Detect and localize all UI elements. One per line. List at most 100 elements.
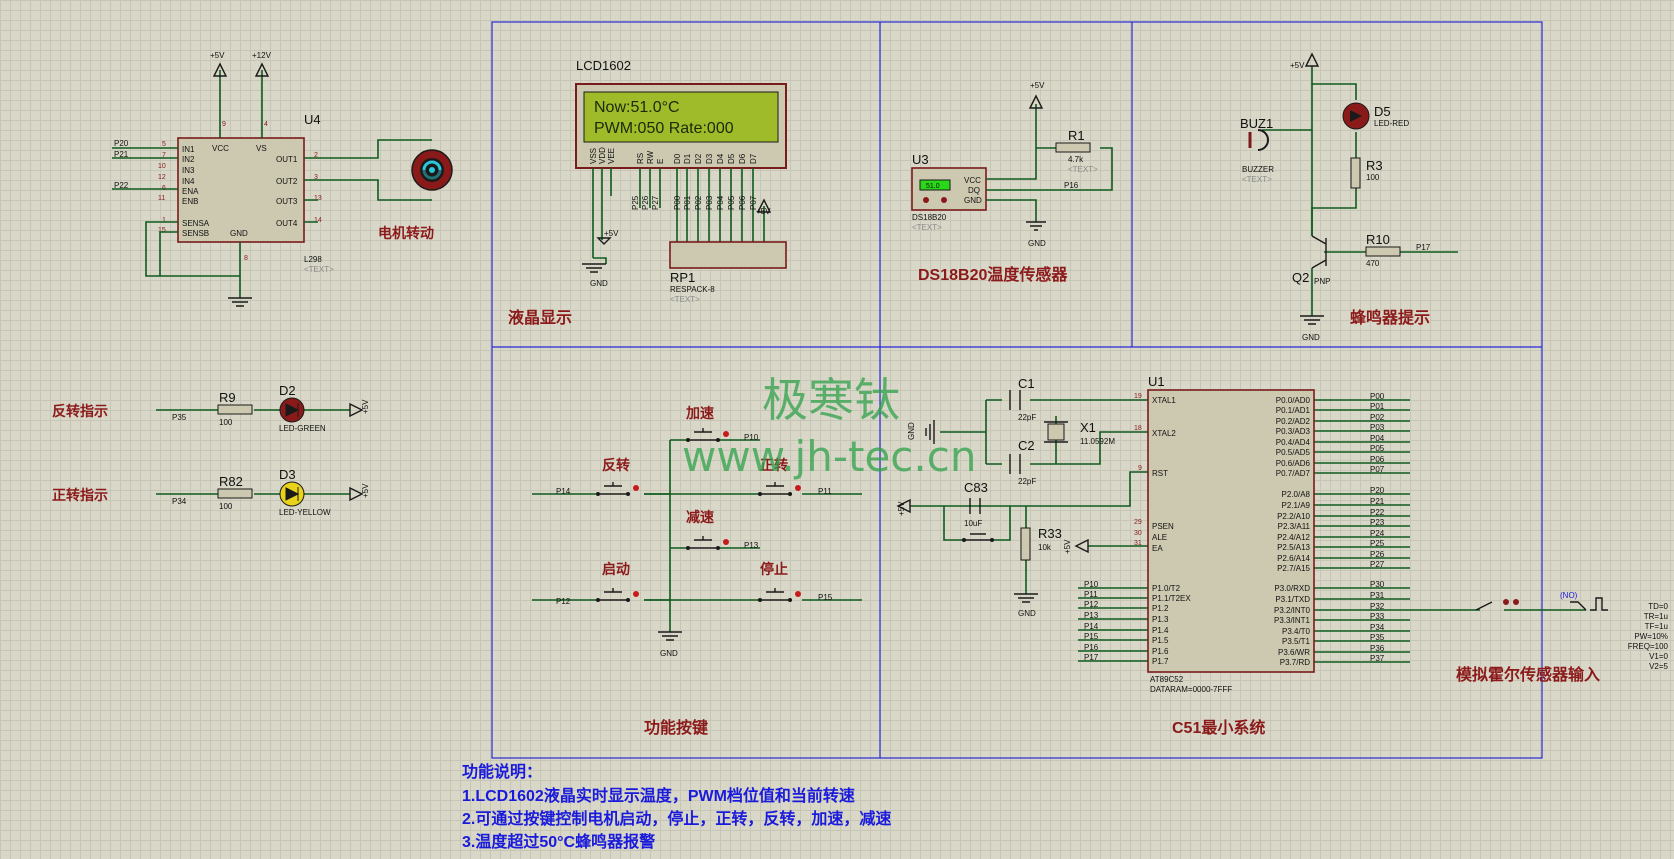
c51-net-p26: P26 bbox=[1370, 550, 1385, 559]
u1-pin-p1-2: P1.2 bbox=[1152, 604, 1169, 613]
u3-pin-gnd: GND bbox=[964, 196, 982, 205]
d3-ref: D3 bbox=[279, 467, 296, 482]
key-start-contact bbox=[596, 588, 630, 601]
gnd-symbol-keys bbox=[658, 631, 682, 641]
c51-net-p00: P00 bbox=[1370, 392, 1385, 401]
pulse-param-3: PW=10% bbox=[1634, 632, 1668, 641]
c1-ref: C1 bbox=[1018, 376, 1035, 391]
key-speed-up-button[interactable] bbox=[686, 428, 729, 442]
u4-pin-sensa: SENSA bbox=[182, 219, 210, 228]
u1-pin-psen: PSEN bbox=[1152, 522, 1174, 531]
r9-value: 100 bbox=[219, 418, 233, 427]
btn-label-stop: 停止 bbox=[760, 561, 788, 577]
x1-crystal[interactable]: X1 11.0592M bbox=[1044, 420, 1115, 446]
c51-net-p03: P03 bbox=[1370, 423, 1385, 432]
pulse-param-1: TR=1u bbox=[1644, 612, 1668, 621]
u4-pin-out4: OUT4 bbox=[276, 219, 298, 228]
svg-text:30: 30 bbox=[1134, 530, 1142, 537]
buzzer[interactable]: BUZ1 BUZZER <TEXT> bbox=[1240, 116, 1274, 184]
svg-text:18: 18 bbox=[1134, 425, 1142, 432]
key-forward-button[interactable] bbox=[758, 482, 801, 496]
key-slow-down-terminal-a bbox=[686, 546, 690, 550]
lcd-line-1: Now:51.0°C bbox=[594, 99, 680, 116]
c51-net-p05: P05 bbox=[1370, 444, 1385, 453]
svg-text:10: 10 bbox=[158, 163, 166, 170]
svg-text:14: 14 bbox=[314, 217, 322, 224]
c51-net-p16: P16 bbox=[1084, 643, 1099, 652]
btn-label-start: 启动 bbox=[602, 561, 630, 577]
section-title-keys: 功能按键 bbox=[644, 718, 708, 737]
lcd-net-p07: P07 bbox=[749, 195, 758, 210]
d5-led[interactable]: D5 LED-RED bbox=[1342, 102, 1409, 130]
c2-capacitor[interactable]: C2 22pF bbox=[1009, 438, 1036, 486]
l298-vs-label: +12V bbox=[252, 51, 272, 60]
u1-pin-p0-5: P0.5/AD5 bbox=[1276, 448, 1311, 457]
lcd-pin-d5: D5 bbox=[727, 153, 736, 164]
forward-led-circuit[interactable]: R82 100 D3 LED-YELLOW P34 +5V bbox=[156, 467, 370, 517]
u4-pin-in3: IN3 bbox=[182, 166, 195, 175]
u4-pin-gnd: GND bbox=[230, 229, 248, 238]
reverse-led-circuit[interactable]: R9 100 D2 LED-GREEN P35 +5V bbox=[156, 383, 370, 433]
svg-text:9: 9 bbox=[222, 121, 226, 128]
c51-net-p11: P11 bbox=[1084, 590, 1098, 599]
d3-power-label: +5V bbox=[361, 483, 370, 498]
c51-net-p36: P36 bbox=[1370, 644, 1385, 653]
r1-text: <TEXT> bbox=[1068, 165, 1098, 174]
u1-pin-p3-4: P3.4/T0 bbox=[1282, 627, 1311, 636]
r3-value: 100 bbox=[1366, 173, 1380, 182]
notes-title: 功能说明： bbox=[462, 764, 543, 781]
r33-resistor[interactable]: R33 10k bbox=[1020, 526, 1062, 561]
key-speed-up-contact bbox=[686, 428, 720, 441]
key-start-button[interactable] bbox=[596, 588, 639, 602]
rst-button[interactable] bbox=[962, 533, 994, 542]
ds18b20-sensor[interactable]: 51.0 VCC DQ GND U3 DS18B20 <TEXT> bbox=[911, 152, 987, 232]
key-slow-down-button[interactable] bbox=[686, 536, 729, 550]
key-stop-button[interactable] bbox=[758, 588, 801, 602]
key-reverse-button[interactable] bbox=[596, 482, 639, 496]
c83-capacitor[interactable]: C83 10uF bbox=[964, 480, 988, 528]
pulse-no-label: (NO) bbox=[1560, 591, 1578, 600]
c51-wires bbox=[910, 399, 1586, 663]
l298-wires bbox=[112, 70, 432, 298]
c51-net-p06: P06 bbox=[1370, 455, 1385, 464]
c51-net-p21: P21 bbox=[1370, 497, 1385, 506]
at89c52-chip[interactable]: U1 AT89C52 DATARAM=0000-7FFF XTAL1 XTAL2… bbox=[1147, 374, 1315, 694]
key-stop-contact bbox=[758, 588, 792, 601]
lcd-pin-d2: D2 bbox=[694, 153, 703, 164]
buzzer-wires bbox=[1262, 66, 1458, 316]
key-net-p10: P10 bbox=[744, 433, 759, 442]
r1-body[interactable] bbox=[1055, 142, 1091, 153]
x1-ref: X1 bbox=[1080, 420, 1096, 435]
key-forward-terminal-b bbox=[788, 492, 792, 496]
r3-resistor[interactable]: R3 100 bbox=[1350, 157, 1383, 189]
lcd-net-p03: P03 bbox=[705, 195, 714, 210]
notes-line-1: 1.LCD1602液晶实时显示温度，PWM档位值和当前转速 bbox=[462, 788, 855, 805]
motor-icon[interactable] bbox=[411, 149, 453, 191]
u1-pin-p3-2: P3.2/INT0 bbox=[1274, 606, 1311, 615]
q2-model: PNP bbox=[1314, 277, 1330, 286]
q2-transistor[interactable]: Q2 PNP bbox=[1292, 235, 1330, 286]
lcd-pin-d4: D4 bbox=[716, 153, 725, 164]
hall-switch[interactable] bbox=[1475, 599, 1519, 611]
buz1-text: <TEXT> bbox=[1242, 175, 1272, 184]
c51-net-p22: P22 bbox=[1370, 508, 1385, 517]
u3-pin-vcc: VCC bbox=[964, 176, 981, 185]
rp1-respack[interactable]: RP1 RESPACK-8 <TEXT> bbox=[669, 241, 787, 304]
function-key-buttons[interactable] bbox=[596, 428, 801, 602]
svg-text:19: 19 bbox=[1134, 393, 1142, 400]
u1-pin-xtal1: XTAL1 bbox=[1152, 396, 1176, 405]
c1-capacitor[interactable]: C1 22pF bbox=[1009, 376, 1036, 422]
pulse-generator[interactable]: (NO) TD=0TR=1uTF=1uPW=10%FREQ=100V1=0V2=… bbox=[1560, 591, 1669, 671]
net-p20: P20 bbox=[114, 139, 129, 148]
l298-driver[interactable]: U4 L298 <TEXT> IN1 IN2 IN3 IN4 ENA ENB S… bbox=[158, 112, 334, 274]
key-speed-up-terminal-a bbox=[686, 438, 690, 442]
u4-model: L298 bbox=[304, 255, 322, 264]
x1-value: 11.0592M bbox=[1080, 437, 1115, 446]
r10-resistor[interactable]: R10 470 bbox=[1365, 232, 1401, 268]
u1-pin-ale: ALE bbox=[1152, 533, 1167, 542]
pulse-param-0: TD=0 bbox=[1648, 602, 1668, 611]
